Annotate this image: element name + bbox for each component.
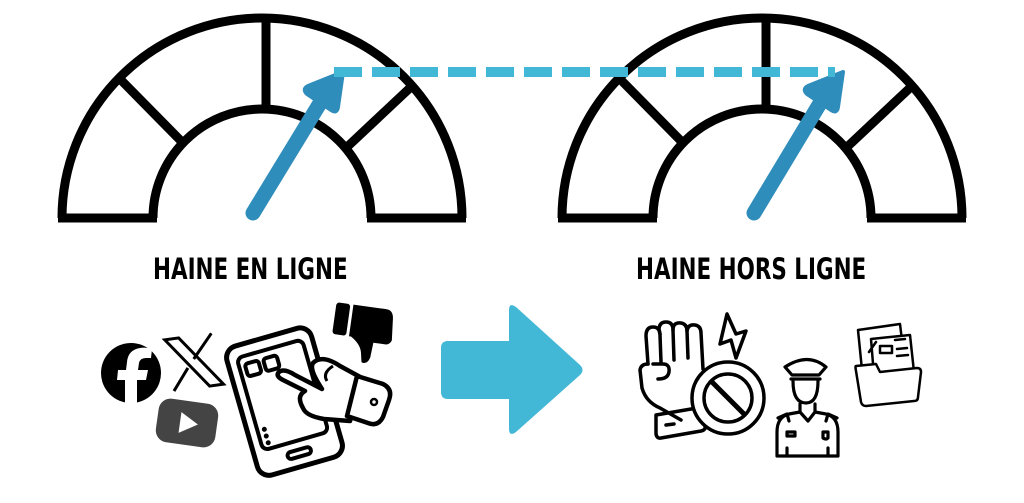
online-hate-label: HAINE EN LIGNE [153,252,348,286]
gauge-spoke [842,82,916,152]
x-twitter-icon [161,332,227,392]
youtube-icon [155,398,219,448]
gauge-spoke [615,74,687,147]
case-file-folder-icon [854,322,923,408]
offline-hate-label: HAINE HORS LIGNE [636,252,867,286]
gauge-spoke [342,82,416,152]
gauge-spoke [115,74,187,147]
facebook-icon [101,343,161,403]
gauge-needle [245,70,345,221]
fist-violence-icon [638,320,707,440]
thumbs-down-icon [332,302,393,363]
offline-hate-gauge [557,13,967,223]
smartphone-tap-icon [224,325,393,478]
online-hate-gauge [57,13,467,223]
transition-arrow [441,305,583,434]
gauge-needle [746,70,845,221]
police-officer-icon [775,357,840,458]
lightning-icon [718,312,748,360]
prohibited-icon [690,360,766,436]
